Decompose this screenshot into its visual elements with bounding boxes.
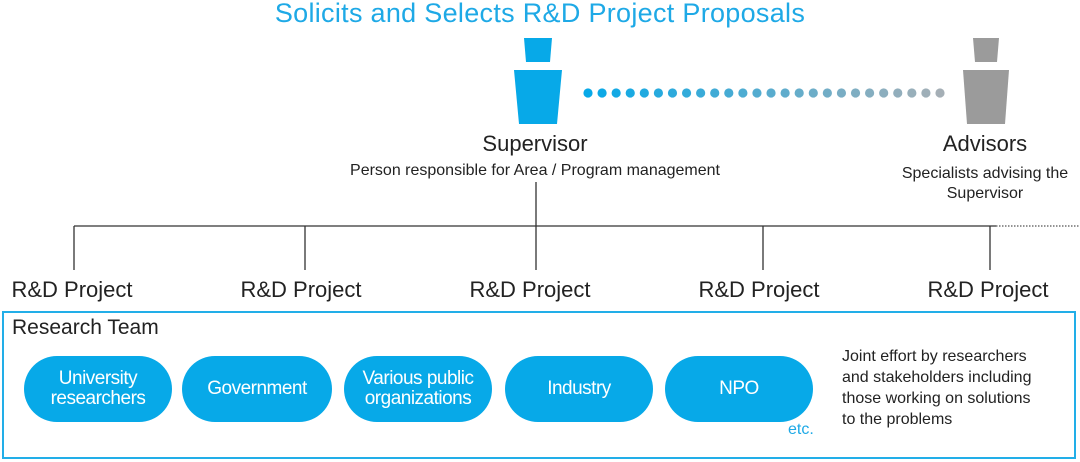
etc-label: etc. (788, 421, 814, 438)
link-dot (625, 88, 635, 98)
link-dot (822, 88, 832, 98)
joint-line: and stakeholders including (842, 369, 1032, 386)
link-dot (710, 88, 720, 98)
link-dot (752, 88, 762, 98)
link-dot (808, 88, 818, 98)
advisors-description-line2: Supervisor (946, 185, 1024, 202)
link-dot (639, 88, 649, 98)
link-dot (836, 88, 847, 98)
advisor-person-icon (963, 38, 1009, 124)
link-dot (766, 88, 776, 98)
member-government: Government (182, 356, 332, 422)
project-label-2: R&D Project (240, 277, 362, 302)
member-line: University (58, 368, 138, 389)
research-team-box (2, 311, 1076, 459)
link-dot (653, 88, 663, 98)
research-team-title: Research Team (12, 316, 159, 339)
advisors-label: Advisors (942, 131, 1028, 156)
supervisor-label: Supervisor (482, 131, 588, 156)
link-dot (696, 88, 706, 98)
diagram-title: Solicits and Selects R&D Project Proposa… (274, 0, 806, 28)
link-dot (611, 88, 621, 98)
joint-line: Joint effort by researchers (842, 348, 1027, 365)
member-industry: Industry (505, 356, 653, 422)
link-dot (583, 88, 593, 98)
org-connector-lines (73, 182, 1080, 270)
member-npo: NPO (665, 356, 813, 422)
link-dot (865, 88, 875, 98)
joint-effort-description: Joint effort by researchers and stakehol… (842, 346, 1078, 430)
member-line: NPO (719, 378, 759, 399)
member-line: Industry (547, 378, 611, 399)
joint-line: those working on solutions (842, 390, 1031, 407)
member-public-organizations: Various public organizations (344, 356, 492, 422)
member-line: researchers (50, 388, 146, 409)
project-label-5: R&D Project (927, 277, 1049, 302)
link-dot (921, 88, 931, 98)
link-dot (907, 88, 917, 98)
project-label-4: R&D Project (698, 277, 820, 302)
member-line: Government (207, 378, 307, 399)
link-dot (935, 88, 945, 98)
link-dot (794, 88, 804, 98)
link-dot (780, 88, 790, 98)
advisory-dotted-link (583, 88, 945, 98)
link-dot (597, 88, 607, 98)
joint-line: to the problems (842, 411, 953, 428)
project-label-3: R&D Project (469, 277, 591, 302)
project-label-1: R&D Project (11, 277, 133, 302)
link-dot (724, 88, 734, 98)
member-line: organizations (364, 388, 472, 409)
link-dot (681, 88, 692, 98)
link-dot (879, 88, 889, 98)
supervisor-person-icon (514, 38, 562, 124)
link-dot (667, 88, 678, 98)
link-dot (850, 88, 861, 98)
supervisor-description: Person responsible for Area / Program ma… (350, 162, 720, 179)
member-line: Various public (362, 368, 474, 389)
member-university-researchers: University researchers (24, 356, 172, 422)
link-dot (738, 88, 748, 98)
link-dot (893, 88, 903, 98)
advisors-description-line1: Specialists advising the (901, 165, 1069, 182)
